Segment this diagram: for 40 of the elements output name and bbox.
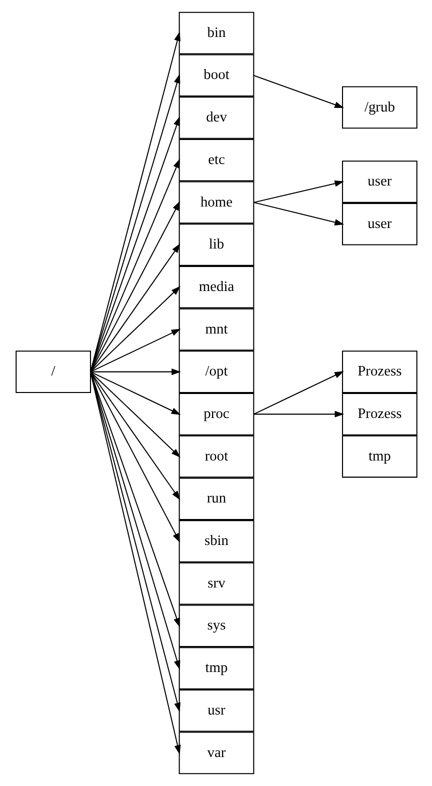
arrow [90,371,180,458]
node-box: run [178,478,254,520]
node-box: var [178,732,254,774]
arrow [90,286,180,372]
arrow [90,244,180,372]
arrow [90,372,180,543]
node-box: media [178,266,254,308]
node-box: /opt [178,350,254,393]
arrow [90,201,180,372]
node-box: bin [178,12,254,54]
node-box: etc [178,138,254,182]
node-box: Prozess [341,393,417,436]
node-box: lib [178,224,254,266]
arrow [90,368,180,376]
node-box: tmp [341,435,417,478]
arrow [253,74,344,108]
node-box: mnt [178,308,254,351]
arrow [90,158,180,372]
arrow [253,180,344,203]
node-box: home [178,181,254,224]
node-box: sbin [178,520,254,562]
node-box: usr [178,689,254,732]
arrow [90,371,180,415]
node-box: proc [178,393,254,436]
node-box: dev [178,96,254,139]
node-box: /grub [341,86,417,129]
arrow [253,410,344,418]
node-box: boot [178,54,254,97]
arrow [90,328,180,372]
node-box: user [341,202,417,246]
node-box: user [341,160,417,203]
node-box: Prozess [341,350,417,393]
arrow [253,202,344,226]
node-box: tmp [178,647,254,690]
node-box: root [178,435,254,478]
node-box: / [15,350,91,393]
arrow [252,371,344,415]
node-box: sys [178,604,254,648]
node-box: srv [178,562,254,605]
arrow [90,372,180,500]
